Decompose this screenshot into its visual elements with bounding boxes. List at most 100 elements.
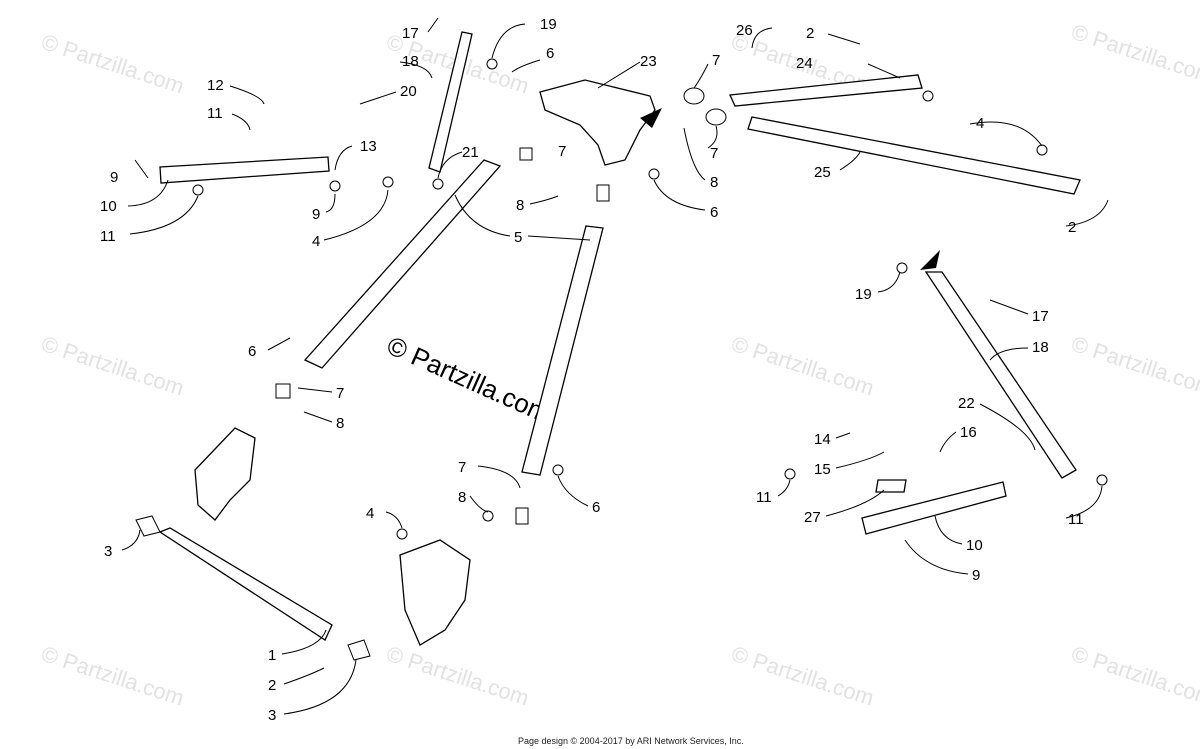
vertical-bar-18-right (924, 271, 1077, 479)
callout-label: 11 (100, 228, 116, 245)
callout-label: 15 (814, 461, 831, 478)
watermark: © Partzilla.com (383, 641, 532, 711)
part-shapes (135, 31, 1108, 661)
callout-label: 25 (814, 164, 831, 181)
nut-4-right (1036, 144, 1048, 156)
nut-9 (329, 180, 341, 192)
callout-label: 2 (268, 677, 276, 694)
callout-label: 7 (458, 459, 466, 476)
nut-11-right (1096, 474, 1108, 486)
leader-line (1065, 199, 1109, 227)
callout-label: 6 (710, 204, 718, 221)
callout-label: 19 (540, 16, 557, 33)
leader-line (835, 432, 851, 439)
tube-25 (747, 116, 1081, 195)
nut-4 (382, 176, 394, 188)
leader-line (297, 387, 333, 393)
leader-line (557, 475, 589, 507)
callout-label: 9 (972, 567, 980, 584)
callout-label: 12 (207, 77, 224, 94)
leader-line (1065, 485, 1103, 519)
nut-4 (396, 528, 408, 540)
leader-line (359, 91, 397, 105)
leader-line (283, 667, 325, 685)
callout-labels: 17 19 18 6 23 26 2 24 7 12 20 11 13 21 7… (100, 16, 1084, 724)
callout-label: 2 (1068, 219, 1076, 236)
leader-line (281, 629, 327, 655)
mount-bracket-center (399, 539, 471, 646)
mount-bracket-left (194, 427, 256, 521)
pad-27 (875, 479, 907, 493)
nut-11-right (784, 468, 796, 480)
clamp-7 (275, 383, 291, 399)
nut-8 (482, 510, 494, 522)
callout-label: 19 (855, 286, 872, 303)
callout-label: 8 (458, 489, 466, 506)
leader-line (989, 299, 1029, 315)
leader-line (989, 347, 1029, 361)
callout-label: 27 (804, 509, 821, 526)
leader-line (121, 529, 141, 551)
watermark: © Partzilla.com (1068, 641, 1200, 711)
leader-line (129, 195, 199, 235)
leader-line (325, 193, 336, 213)
watermark-center: © Partzilla.com (383, 330, 555, 429)
callout-label: 6 (248, 343, 256, 360)
callout-label: 13 (360, 138, 377, 155)
leader-line (529, 195, 559, 205)
leader-line (437, 151, 463, 179)
leader-line (934, 515, 963, 545)
clamp-8 (596, 184, 610, 202)
leader-line (385, 511, 403, 529)
watermark: © Partzilla.com (38, 331, 187, 401)
tube-5-right (521, 225, 604, 476)
callout-label: 6 (546, 45, 554, 62)
callout-label: 9 (110, 169, 118, 186)
callout-label: 4 (312, 233, 320, 250)
bushing-7 (705, 108, 727, 126)
clamp-7 (519, 147, 533, 161)
leader-line (839, 151, 861, 171)
leader-line (867, 63, 901, 79)
watermark: © Partzilla.com (728, 331, 877, 401)
leader-line (653, 179, 706, 211)
leader-line (877, 271, 901, 293)
callout-label: 23 (640, 53, 657, 70)
watermark: © Partzilla.com (1068, 331, 1200, 401)
callout-label: 22 (958, 395, 975, 412)
leader-line (283, 659, 357, 715)
callout-label: 26 (736, 22, 753, 39)
nut-6 (552, 464, 564, 476)
callout-label: 5 (514, 229, 522, 246)
horizontal-bar-10 (159, 156, 330, 184)
leader-line (835, 451, 885, 469)
leader-line (777, 479, 791, 497)
callout-label: 18 (402, 53, 419, 70)
callout-label: 11 (1068, 511, 1084, 528)
callout-label: 8 (710, 174, 718, 191)
leader-line (477, 465, 521, 489)
leader-line (904, 539, 969, 575)
leader-line (969, 121, 1043, 147)
callout-label: 6 (592, 499, 600, 516)
direction-arrow-upper (640, 108, 662, 128)
callout-label: 8 (516, 197, 524, 214)
leader-line (427, 17, 439, 33)
leader-line (323, 189, 389, 241)
callout-label: 4 (366, 505, 374, 522)
callout-label: 11 (207, 105, 223, 122)
callout-label: 17 (1032, 308, 1049, 325)
tube-24 (729, 74, 923, 107)
end-cap-3 (347, 639, 371, 661)
clamp-7 (515, 507, 529, 525)
watermark: © Partzilla.com (1068, 19, 1200, 89)
callout-label: 7 (712, 52, 720, 69)
leader-line (751, 27, 773, 49)
callout-label: 3 (104, 543, 112, 560)
leader-line (827, 33, 861, 45)
callout-label: 2 (806, 25, 814, 42)
callout-label: 10 (100, 198, 117, 215)
leader-line (334, 145, 353, 171)
